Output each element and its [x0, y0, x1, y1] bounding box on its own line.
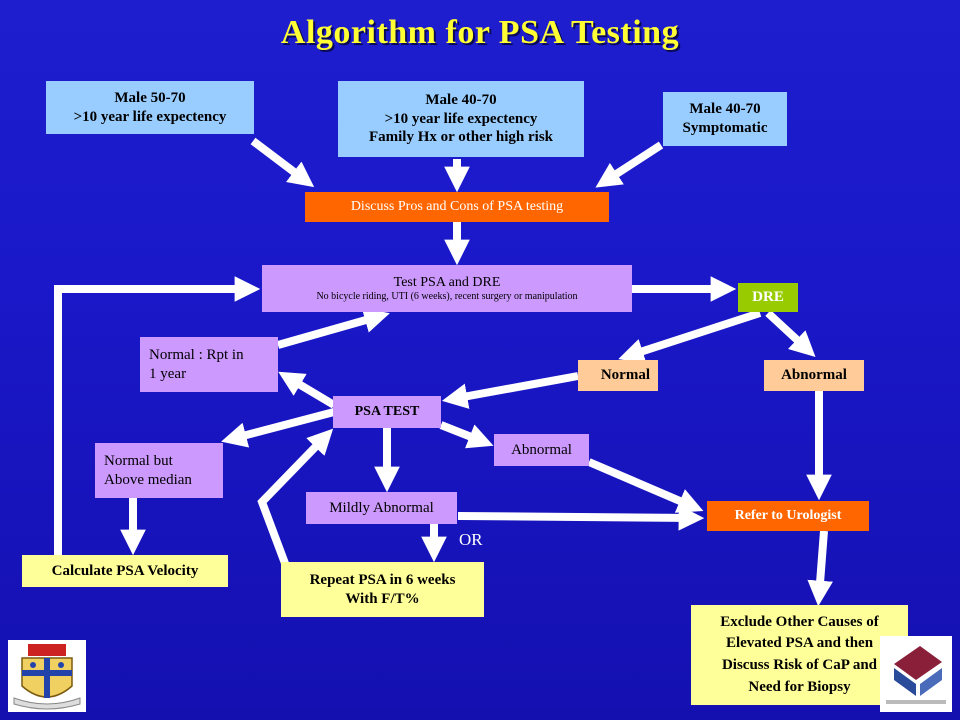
box-male-40-70-line-3: Family Hx or other high risk [368, 129, 554, 146]
box-test-psa-dre-note: No bicycle riding, UTI (6 weeks), recent… [316, 291, 578, 302]
arrow-dre-normal-to-psa [441, 372, 579, 409]
box-test-psa-dre-heading: Test PSA and DRE [393, 274, 501, 290]
crest-logo [8, 640, 86, 712]
arrow-dre-to-abnormal [765, 310, 816, 357]
box-exclude-line-4: Need for Biopsy [748, 678, 851, 695]
arrow-repeat-loop-to-psa [257, 428, 334, 568]
box-male-50-70-line-1: Male 50-70 [114, 89, 186, 106]
box-symptomatic-line-1: Male 40-70 [689, 101, 761, 118]
box-dre: DRE [738, 283, 798, 312]
arrow-refer-to-exclude [807, 530, 833, 607]
arrow-psa-to-abnormal [439, 421, 494, 449]
box-repeat-psa-line-1: Repeat PSA in 6 weeks [309, 571, 456, 588]
box-exclude-other-causes: Exclude Other Causes of Elevated PSA and… [691, 605, 908, 705]
box-male-40-70-line-1: Male 40-70 [425, 91, 497, 108]
arrow-psa-to-normal-rpt [278, 371, 337, 409]
box-calculate-psa-velocity: Calculate PSA Velocity [22, 555, 228, 587]
box-repeat-psa: Repeat PSA in 6 weeks With F/T% [281, 562, 484, 617]
box-exclude-line-1: Exclude Other Causes of [720, 613, 879, 630]
organisation-logo [880, 636, 952, 712]
page-title: Algorithm for PSA Testing [280, 14, 680, 51]
arrow-male50-to-discuss [250, 137, 315, 188]
crest-logo-icon [13, 644, 81, 710]
arrow-normal-rpt-to-test [276, 307, 390, 349]
organisation-logo-icon [886, 646, 946, 704]
box-psa-test: PSA TEST [333, 396, 441, 428]
or-label: OR [459, 530, 483, 549]
arrow-mildly-to-refer [457, 505, 705, 531]
box-mildly-abnormal: Mildly Abnormal [306, 492, 457, 524]
box-refer-to-urologist: Refer to Urologist [707, 501, 869, 531]
box-above-median-line-1: Normal but [104, 452, 173, 469]
box-male-40-70-line-2: >10 year life expectency [384, 110, 538, 127]
box-male-50-70-line-2: >10 year life expectency [73, 108, 227, 125]
box-symptomatic-line-2: Symptomatic [682, 120, 768, 136]
box-normal-above-median: Normal but Above median [95, 443, 223, 498]
box-psa-abnormal: Abnormal [494, 434, 589, 466]
box-dre-abnormal: Abnormal [764, 360, 864, 391]
box-discuss-pros-cons: Discuss Pros and Cons of PSA testing [305, 192, 609, 222]
box-male-50-70: Male 50-70 >10 year life expectency [46, 81, 254, 134]
arrow-abnormal-to-refer [587, 458, 704, 513]
arrow-dre-to-normal [618, 309, 762, 364]
arrow-velocity-loop-to-test [54, 276, 261, 556]
arrow-psa-to-above-median [221, 408, 336, 448]
box-male-40-70-high-risk: Male 40-70 >10 year life expectency Fami… [338, 81, 584, 157]
box-exclude-line-2: Elevated PSA and then [725, 635, 874, 652]
box-normal-rpt-line-1: Normal : Rpt in [149, 346, 244, 363]
box-male-40-70-symptomatic: Male 40-70 Symptomatic [663, 92, 787, 146]
box-above-median-line-2: Above median [104, 471, 192, 488]
box-normal-rpt-1-year: Normal : Rpt in 1 year [140, 337, 278, 392]
box-exclude-line-3: Discuss Risk of CaP and [721, 657, 878, 673]
box-repeat-psa-line-2: With F/T% [345, 590, 420, 607]
arrow-symptomatic-to-discuss [595, 141, 664, 188]
box-test-psa-dre: Test PSA and DRE No bicycle riding, UTI … [262, 265, 632, 312]
box-normal-rpt-line-2: 1 year [149, 365, 187, 382]
box-dre-normal: Normal [578, 360, 658, 391]
